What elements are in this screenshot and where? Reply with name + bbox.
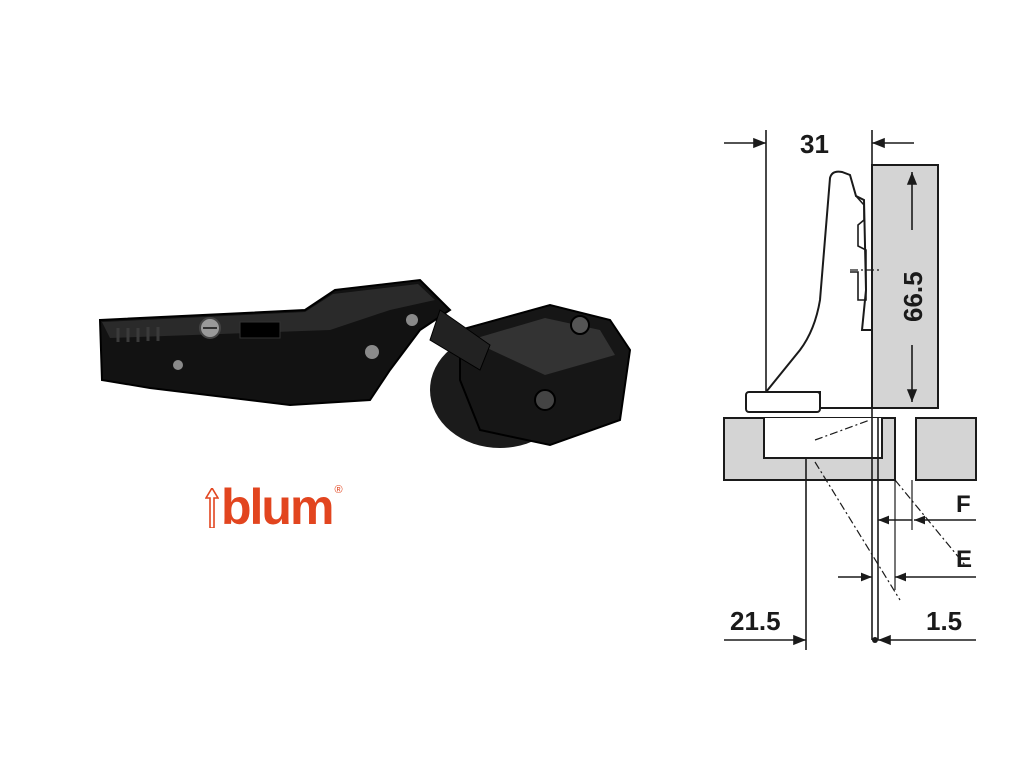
brand-name: blum xyxy=(221,479,334,535)
mounting-hole xyxy=(534,389,556,411)
arm-rivet xyxy=(173,360,183,370)
blum-logo: blum ® xyxy=(205,482,343,532)
reference-point xyxy=(872,637,878,643)
dimension-cup-height: 66.5 xyxy=(898,271,928,322)
mounting-hole xyxy=(570,315,590,335)
pivot-rivet xyxy=(365,345,379,359)
door-panel xyxy=(871,164,939,409)
mounting-plate xyxy=(745,391,821,413)
cabinet-side-panel-right xyxy=(915,417,977,481)
dimension-width-top: 31 xyxy=(800,129,829,159)
label-e: E xyxy=(956,546,972,573)
top-rivet xyxy=(406,314,418,326)
dimension-bottom-right: 1.5 xyxy=(926,606,962,636)
arm-grip-ribs xyxy=(116,327,160,342)
arm-slot xyxy=(239,321,281,339)
hinge-arm-top xyxy=(102,284,435,338)
hinge-product-photo xyxy=(98,278,632,448)
label-f: F xyxy=(956,491,971,518)
registered-mark: ® xyxy=(334,484,343,496)
blum-arrow-icon xyxy=(205,488,219,528)
dimension-bottom-left: 21.5 xyxy=(730,606,781,636)
hinge-arm-profile xyxy=(763,170,873,409)
